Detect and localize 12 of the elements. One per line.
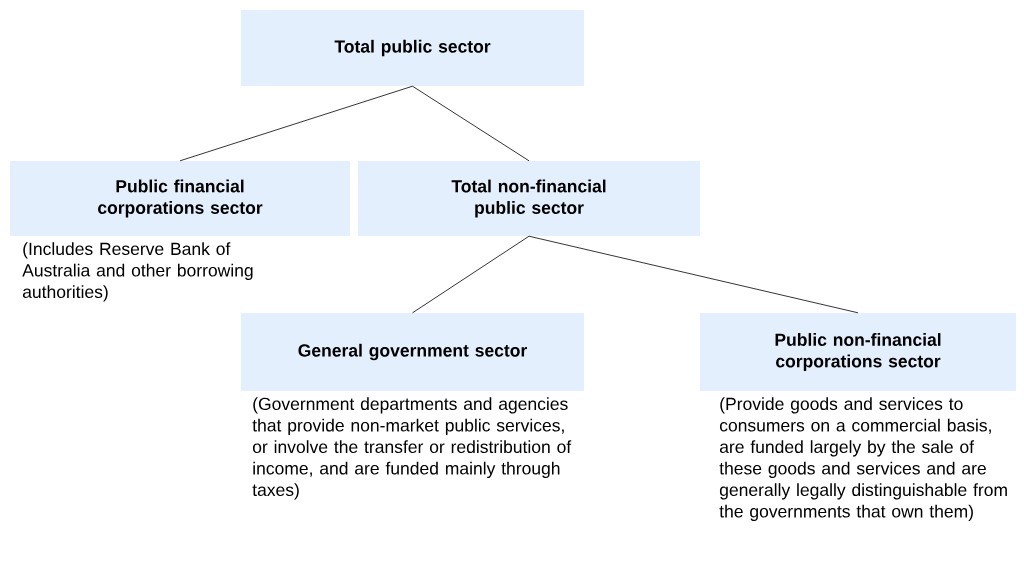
connector-line xyxy=(528,235,859,314)
connector-line xyxy=(179,85,413,162)
sector-box: Public non-financial corporations sector xyxy=(700,313,1016,391)
sector-box: Total non-financial public sector xyxy=(358,161,700,236)
sector-box: General government sector xyxy=(241,313,584,391)
sector-box: Public financial corporations sector xyxy=(10,161,350,236)
description-text: (Government departments and agencies that provide non-market public services, or involve the transfer or redistribution of income, and are funded mainly through taxes) xyxy=(252,397,572,500)
sector-box: Total public sector xyxy=(241,10,584,86)
description-text: (Includes Reserve Bank of Australia and other borrowing authorities) xyxy=(22,242,253,302)
description-text: (Provide goods and services to consumers on a commercial basis, are funded largely by the sale of these goods and services and are generally legally distinguishable from the governments that own them) xyxy=(719,397,1007,521)
connector-line xyxy=(412,85,530,162)
connector-line xyxy=(412,235,530,314)
